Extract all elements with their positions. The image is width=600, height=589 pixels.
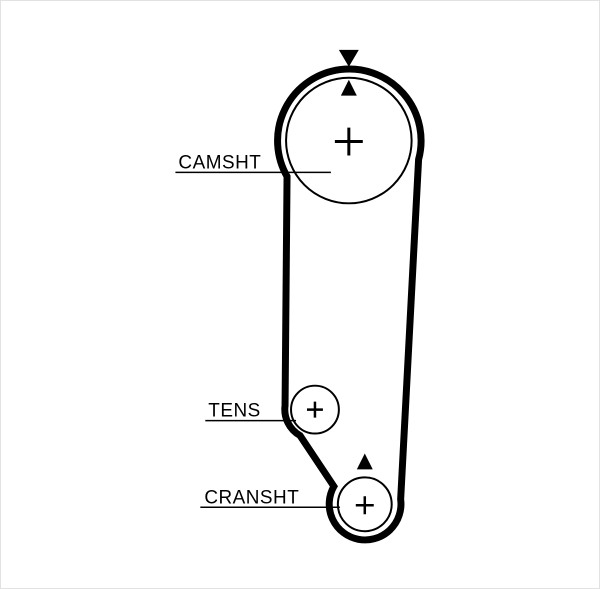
- camshaft-plus-icon: [334, 127, 363, 156]
- crankshaft-triangle-up-icon: [356, 453, 373, 470]
- alignment-marks-group: [338, 49, 373, 470]
- camshaft-pulley-circle: [285, 76, 413, 205]
- camshaft-triangle-up-icon: [340, 79, 357, 96]
- camshaft-label: CAMSHT: [178, 152, 261, 173]
- tensioner-label: TENS: [208, 401, 260, 422]
- crankshaft-label: CRANSHT: [204, 487, 299, 508]
- pulleys-group: [285, 76, 413, 533]
- tensioner-circle: [290, 384, 340, 435]
- camshaft-triangle-down-icon: [338, 49, 359, 67]
- tensioner-plus-icon: [306, 401, 323, 418]
- timing-belt-path: [274, 65, 425, 544]
- leader-lines-group: [175, 171, 340, 509]
- labels-group: CAMSHT TENS CRANSHT: [178, 152, 299, 508]
- crankshaft-plus-icon: [355, 496, 374, 515]
- belt-group: [274, 65, 425, 544]
- crankshaft-pulley-circle: [336, 476, 393, 533]
- center-marks-group: [306, 127, 374, 515]
